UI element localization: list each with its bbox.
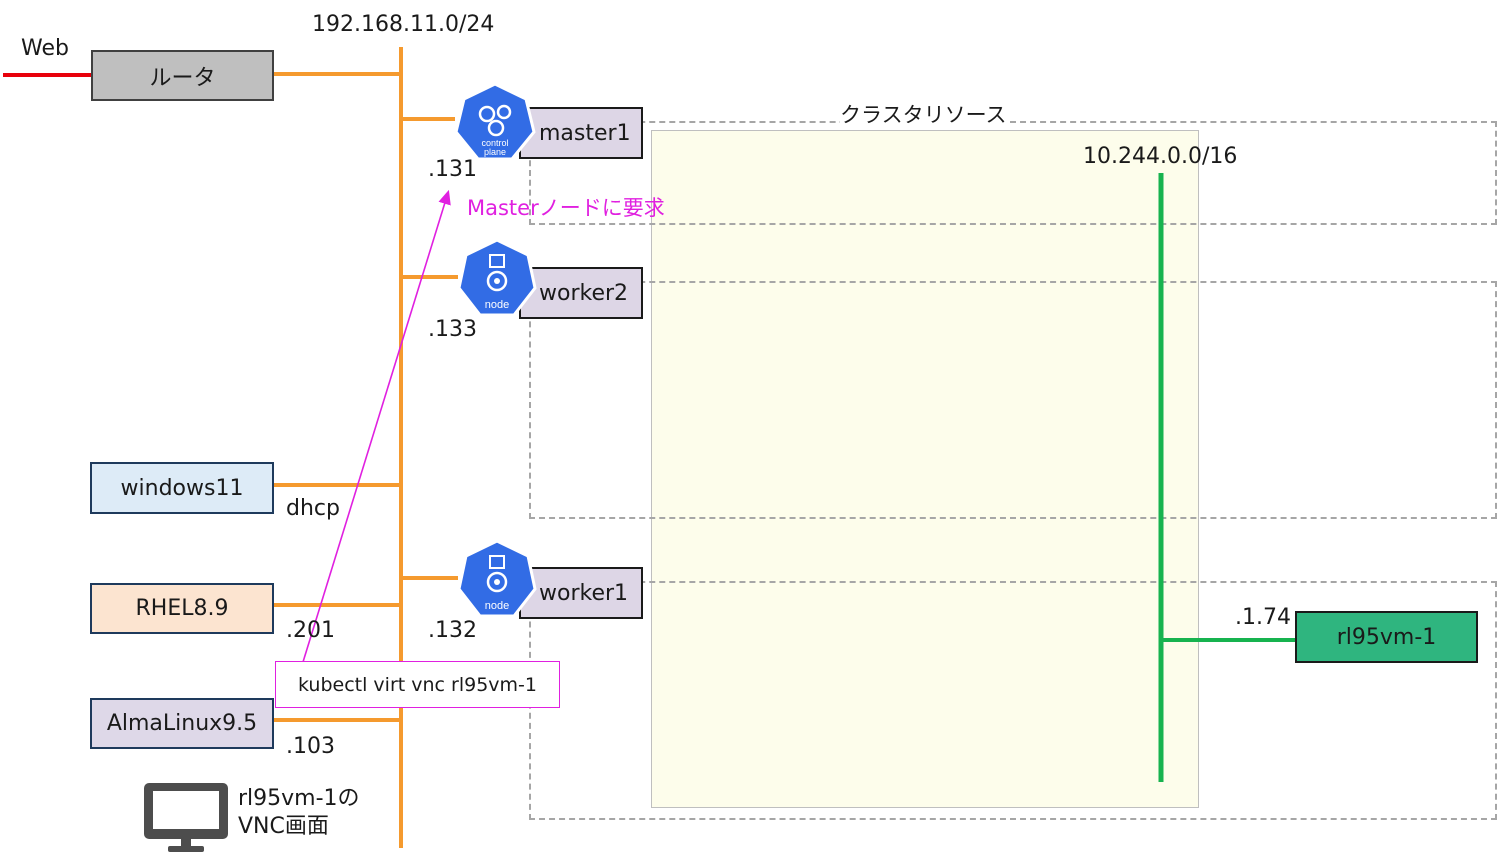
cluster-title: クラスタリソース — [840, 103, 1007, 127]
request-label: Masterノードに要求 — [467, 196, 665, 220]
monitor-caption-line1: rl95vm-1の — [238, 786, 360, 811]
router-box: ルータ — [91, 50, 274, 101]
pod-subnet-label: 10.244.0.0/16 — [1083, 144, 1238, 169]
worker1-node-icon: node — [457, 539, 537, 618]
control-plane-icon: control plane — [454, 82, 536, 161]
alma-ip: .103 — [286, 734, 335, 759]
web-label: Web — [21, 36, 69, 61]
rhel-ip: .201 — [286, 618, 335, 643]
master1-node-group — [529, 121, 1497, 225]
worker2-node-icon: node — [457, 238, 537, 317]
worker1-icon-text: node — [485, 600, 509, 612]
request-arrow — [302, 189, 451, 663]
worker2-ip: .133 — [428, 317, 477, 342]
master1-box: master1 — [519, 107, 643, 159]
vm-box: rl95vm-1 — [1295, 611, 1478, 663]
alma-box: AlmaLinux9.5 — [90, 698, 274, 749]
worker1-ip: .132 — [428, 618, 477, 643]
vm-ip: .1.74 — [1235, 605, 1291, 630]
cluster-resource-area — [651, 130, 1199, 808]
windows11-box: windows11 — [90, 462, 274, 514]
master1-ip: .131 — [428, 157, 477, 182]
windows11-ip: dhcp — [286, 496, 340, 521]
worker2-box: worker2 — [519, 267, 643, 319]
rhel-box: RHEL8.9 — [90, 583, 274, 634]
worker2-icon-text: node — [485, 299, 509, 311]
worker1-box: worker1 — [519, 567, 643, 619]
worker2-node-group — [529, 281, 1497, 519]
control-plane-icon-line1: control — [481, 138, 508, 148]
control-plane-icon-line2: plane — [484, 147, 506, 157]
monitor-icon — [144, 783, 228, 852]
lan-subnet-label: 192.168.11.0/24 — [312, 12, 495, 37]
command-box: kubectl virt vnc rl95vm-1 — [275, 661, 560, 708]
monitor-caption-line2: VNC画面 — [238, 814, 329, 839]
